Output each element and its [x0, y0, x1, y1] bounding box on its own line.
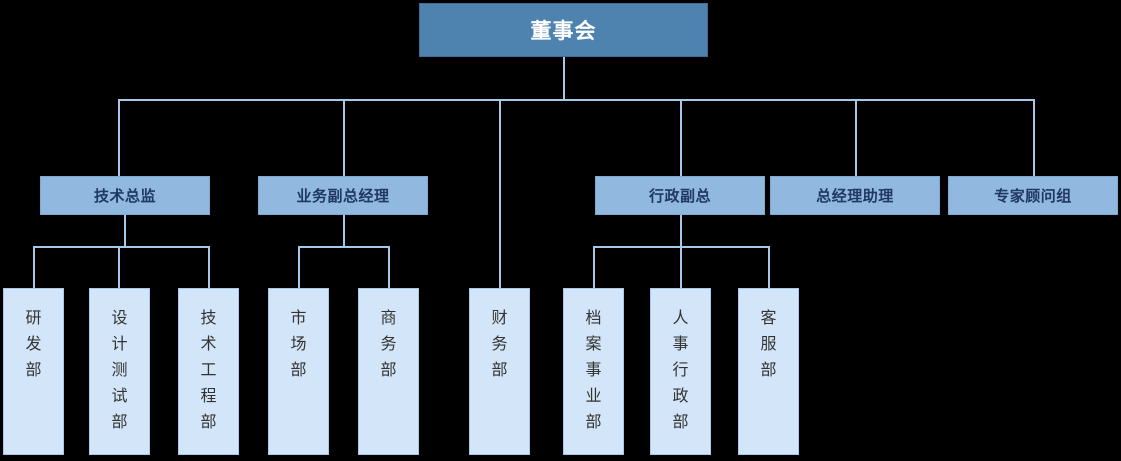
node-label: 专家顾问组	[994, 187, 1072, 205]
node-finance-dept[interactable]: 财 务 部	[469, 288, 530, 455]
node-label: 市 场 部	[290, 308, 307, 379]
node-rd-dept[interactable]: 研 发 部	[3, 288, 64, 455]
connector-to-finance-dept	[499, 99, 501, 288]
node-design-test[interactable]: 设 计 测 试 部	[89, 288, 150, 455]
node-label: 设 计 测 试 部	[111, 308, 128, 431]
node-label: 行政副总	[648, 187, 711, 205]
node-label: 人 事 行 政 部	[672, 308, 689, 431]
node-tech-director[interactable]: 技术总监	[40, 176, 210, 215]
connector-biz-bus	[298, 246, 390, 248]
node-label: 业务副总经理	[296, 187, 390, 205]
node-service-dept[interactable]: 客 服 部	[738, 288, 799, 455]
connector-to-market-dept	[298, 246, 300, 288]
node-expert-advisory[interactable]: 专家顾问组	[948, 176, 1118, 215]
node-label: 档 案 事 业 部	[585, 308, 602, 431]
connector-tech-bus	[33, 246, 210, 248]
node-commerce-dept[interactable]: 商 务 部	[358, 288, 419, 455]
node-label: 客 服 部	[760, 308, 777, 379]
connector-tech-director-stem	[124, 215, 126, 247]
node-archive-dept[interactable]: 档 案 事 业 部	[563, 288, 624, 455]
node-biz-vp[interactable]: 业务副总经理	[258, 176, 428, 215]
connector-to-hr-admin-dept	[680, 246, 682, 288]
node-label: 技 术 工 程 部	[200, 308, 217, 431]
node-hr-admin-dept[interactable]: 人 事 行 政 部	[650, 288, 711, 455]
connector-to-tech-eng	[208, 246, 210, 288]
node-market-dept[interactable]: 市 场 部	[268, 288, 329, 455]
node-board-of-directors[interactable]: 董事会	[419, 3, 708, 57]
connector-admin-vp-stem	[680, 215, 682, 247]
connector-root-stem	[563, 57, 565, 100]
node-admin-vp[interactable]: 行政副总	[595, 176, 765, 215]
connector-to-rd-dept	[33, 246, 35, 288]
node-label: 技术总监	[93, 187, 156, 205]
connector-to-expert-advisory	[1033, 99, 1035, 176]
connector-to-archive-dept	[593, 246, 595, 288]
node-gm-assistant[interactable]: 总经理助理	[770, 176, 940, 215]
connector-to-admin-vp	[680, 99, 682, 176]
node-label: 商 务 部	[380, 308, 397, 379]
connector-to-commerce-dept	[388, 246, 390, 288]
connector-to-gm-assistant	[855, 99, 857, 176]
connector-level2-bus	[118, 99, 1035, 101]
node-label: 董事会	[530, 19, 597, 43]
node-label: 研 发 部	[25, 308, 42, 379]
connector-to-biz-vp	[343, 99, 345, 176]
connector-biz-vp-stem	[343, 215, 345, 247]
connector-to-service-dept	[768, 246, 770, 288]
connector-to-tech-director	[118, 99, 120, 176]
connector-to-design-test	[118, 246, 120, 288]
node-label: 总经理助理	[816, 187, 894, 205]
node-tech-eng[interactable]: 技 术 工 程 部	[178, 288, 239, 455]
node-label: 财 务 部	[491, 308, 508, 379]
